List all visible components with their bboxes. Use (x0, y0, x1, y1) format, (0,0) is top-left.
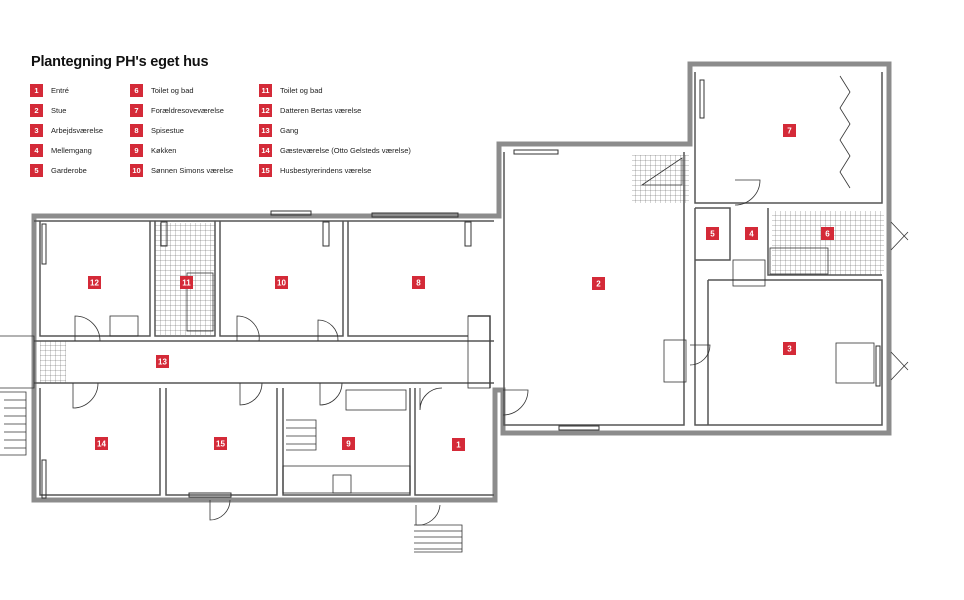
svg-text:2: 2 (596, 280, 601, 289)
room-badge-12: 12 (88, 276, 101, 289)
room-badge-14: 14 (95, 437, 108, 450)
legend-badge: 8 (130, 123, 143, 137)
svg-text:1: 1 (456, 441, 461, 450)
svg-text:11: 11 (182, 279, 191, 288)
legend-item-6: 6 Toilet og bad (130, 83, 194, 97)
legend-label: Gang (280, 125, 299, 135)
legend-badge: 4 (30, 143, 43, 157)
legend-item-5: 5 Garderobe (30, 163, 87, 177)
legend-badge: 3 (30, 123, 43, 137)
doors (72, 179, 761, 526)
legend-badge: 2 (30, 103, 43, 117)
room-badge-2: 2 (592, 277, 605, 290)
page-title: Plantegning PH's eget hus (31, 54, 209, 70)
legend-badge: 10 (130, 163, 143, 177)
svg-text:10: 10 (277, 279, 286, 288)
room-badge-6: 6 (821, 227, 834, 240)
legend-label: Arbejdsværelse (51, 125, 104, 135)
legend-item-1: 1 Entré (30, 83, 69, 97)
legend-label: Spisestue (151, 125, 184, 135)
legend-label: Køkken (151, 145, 177, 155)
legend-item-14: 14 Gæsteværelse (Otto Gelsteds værelse) (259, 143, 411, 157)
legend-label: Gæsteværelse (Otto Gelsteds værelse) (280, 145, 411, 155)
room-badge-8: 8 (412, 276, 425, 289)
legend-label: Mellemgang (51, 145, 92, 155)
tiled-floors (40, 155, 884, 383)
svg-text:9: 9 (346, 440, 351, 449)
legend-badge: 1 (30, 83, 43, 97)
svg-text:15: 15 (216, 440, 225, 449)
legend-item-11: 11 Toilet og bad (259, 83, 323, 97)
legend-badge: 5 (30, 163, 43, 177)
svg-text:7: 7 (787, 127, 792, 136)
svg-text:3: 3 (787, 345, 792, 354)
legend-label: Toilet og bad (280, 85, 323, 95)
svg-text:4: 4 (749, 230, 754, 239)
legend-item-12: 12 Datteren Bertas værelse (259, 103, 361, 117)
walls (31, 61, 892, 503)
legend-item-9: 9 Køkken (130, 143, 176, 157)
svg-text:8: 8 (416, 279, 421, 288)
room-badge-3: 3 (783, 342, 796, 355)
room-badge-7: 7 (783, 124, 796, 137)
legend: 1 Entré 2 Stue 3 Arbejdsværelse 4 Mellemgang… (30, 83, 450, 183)
legend-item-7: 7 Forældresoveværelse (130, 103, 224, 117)
room-badges: 1 2 3 4 5 6 7 8 9 10 11 12 13 14 15 (88, 124, 834, 451)
inner-walls (34, 72, 883, 496)
windows (41, 79, 881, 499)
room-badge-9: 9 (342, 437, 355, 450)
legend-label: Datteren Bertas værelse (280, 105, 362, 115)
legend-label: Toilet og bad (151, 85, 194, 95)
legend-badge: 12 (259, 103, 272, 117)
legend-item-3: 3 Arbejdsværelse (30, 123, 103, 137)
legend-label: Sønnen Simons værelse (151, 165, 234, 175)
room-badge-15: 15 (214, 437, 227, 450)
legend-label: Garderobe (51, 165, 87, 175)
room-badge-5: 5 (706, 227, 719, 240)
legend-label: Forældresoveværelse (151, 105, 224, 115)
legend-item-15: 15 Husbestyrerindens værelse (259, 163, 371, 177)
svg-text:6: 6 (825, 230, 830, 239)
svg-text:14: 14 (97, 440, 106, 449)
legend-item-4: 4 Mellemgang (30, 143, 92, 157)
legend-item-8: 8 Spisestue (130, 123, 184, 137)
svg-text:5: 5 (710, 230, 715, 239)
room-badge-1: 1 (452, 438, 465, 451)
fixtures (0, 75, 909, 553)
room-badge-11: 11 (180, 276, 193, 289)
legend-badge: 11 (259, 83, 272, 97)
legend-item-2: 2 Stue (30, 103, 66, 117)
svg-text:13: 13 (158, 358, 167, 367)
legend-badge: 13 (259, 123, 272, 137)
legend-item-13: 13 Gang (259, 123, 298, 137)
room-badge-13: 13 (156, 355, 169, 368)
legend-badge: 15 (259, 163, 272, 177)
legend-label: Entré (51, 85, 69, 95)
legend-badge: 9 (130, 143, 143, 157)
room-badge-4: 4 (745, 227, 758, 240)
legend-badge: 14 (259, 143, 272, 157)
legend-item-10: 10 Sønnen Simons værelse (130, 163, 233, 177)
legend-label: Stue (51, 105, 67, 115)
legend-label: Husbestyrerindens værelse (280, 165, 372, 175)
legend-badge: 7 (130, 103, 143, 117)
room-badge-10: 10 (275, 276, 288, 289)
legend-badge: 6 (130, 83, 143, 97)
svg-text:12: 12 (90, 279, 99, 288)
